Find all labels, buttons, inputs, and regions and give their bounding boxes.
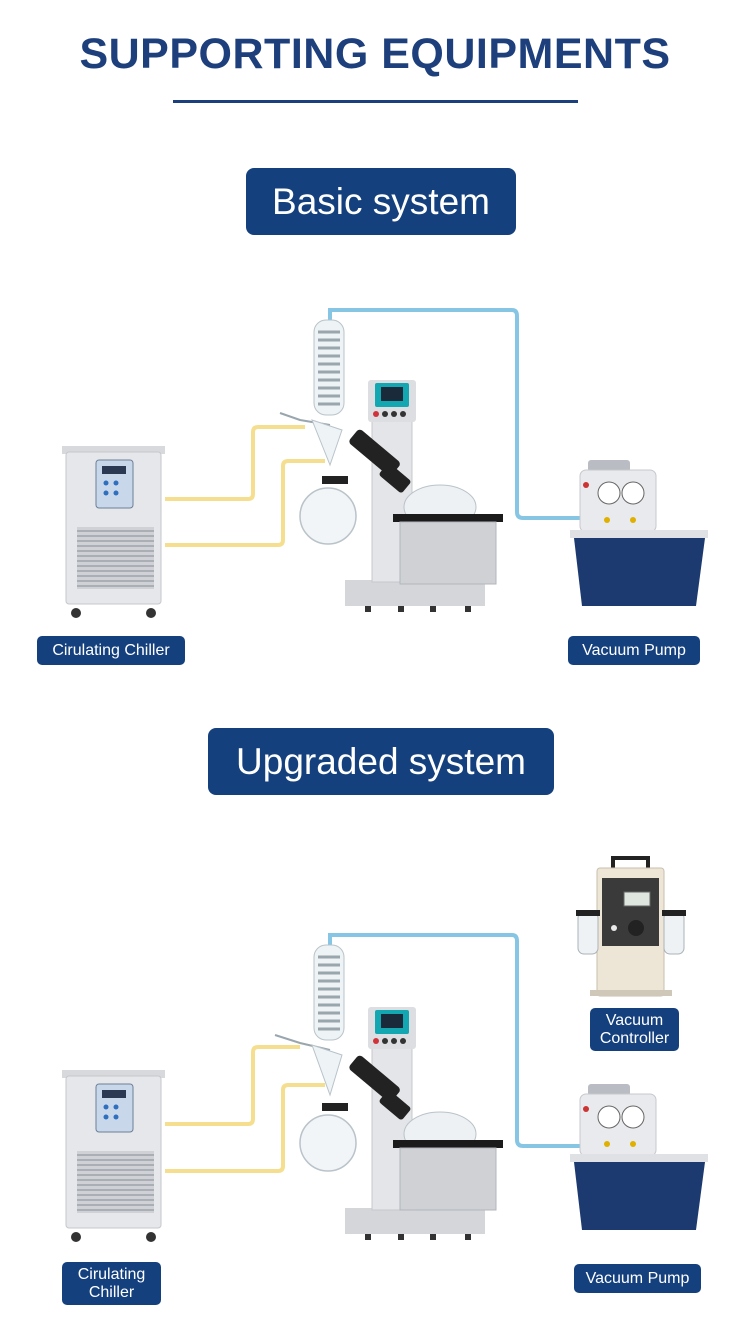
label-pump-basic: Vacuum Pump: [568, 636, 700, 665]
coolant-tube-lower: [165, 1083, 325, 1173]
upgraded-system-diagram: [0, 900, 750, 1280]
vacuum-controller-diagram: [0, 852, 750, 1002]
coolant-tube-upper: [165, 425, 305, 501]
vacuum-pump-icon: [570, 460, 708, 606]
rotary-evaporator-icon: [274, 944, 503, 1240]
vacuum-controller-icon: [576, 856, 686, 997]
circulating-chiller-icon: [62, 1070, 165, 1242]
circulating-chiller-icon: [62, 446, 165, 618]
coolant-tube-lower: [165, 459, 325, 547]
section-heading-upgraded: Upgraded system: [208, 728, 554, 795]
vacuum-pump-icon: [570, 1084, 708, 1230]
label-controller-upgraded: Vacuum Controller: [590, 1008, 679, 1051]
vacuum-tube: [328, 308, 605, 520]
vacuum-tube: [328, 933, 605, 1148]
label-pump-upgraded: Vacuum Pump: [574, 1264, 701, 1293]
rotary-evaporator-icon: [279, 319, 503, 612]
title-underline: [173, 100, 578, 103]
basic-system-diagram: [0, 280, 750, 660]
section-heading-basic: Basic system: [246, 168, 516, 235]
coolant-tube-upper: [165, 1045, 300, 1126]
page-title: SUPPORTING EQUIPMENTS: [79, 30, 671, 78]
label-chiller-upgraded: Cirulating Chiller: [62, 1262, 161, 1305]
label-chiller-basic: Cirulating Chiller: [37, 636, 185, 665]
